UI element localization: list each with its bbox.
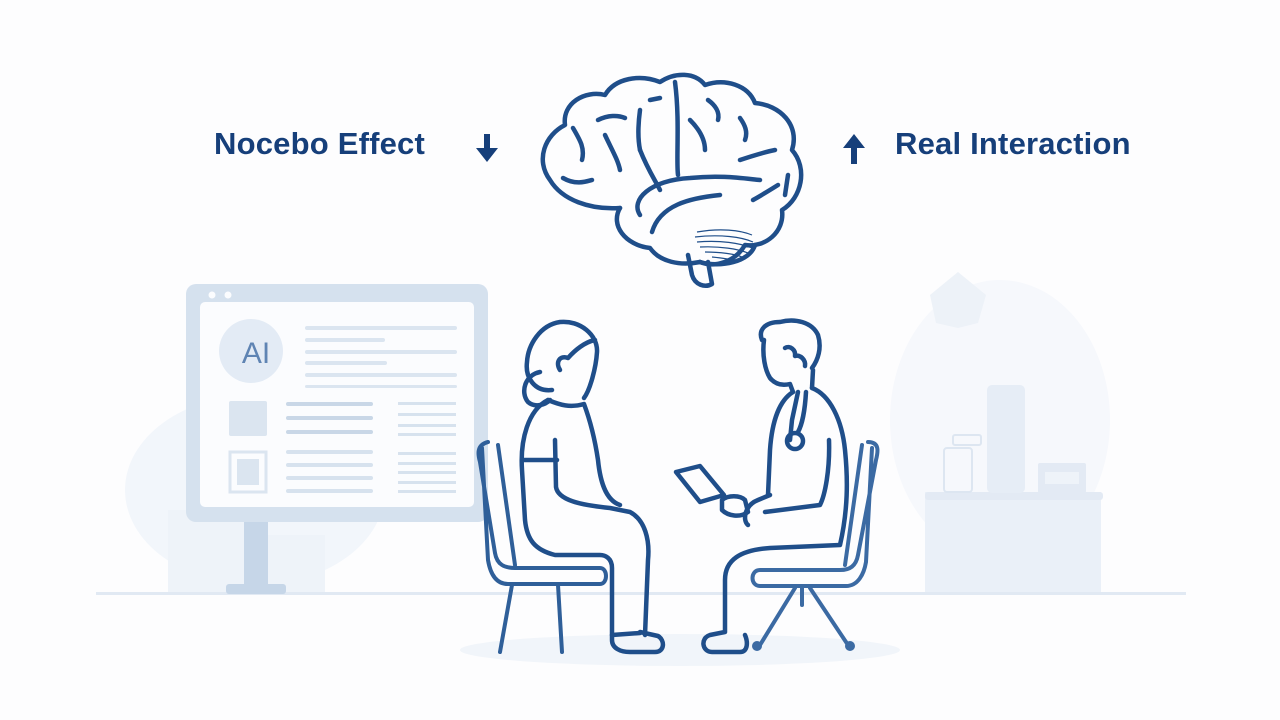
doctor-figure xyxy=(673,318,850,655)
ai-badge-circle xyxy=(219,319,283,383)
arrow-down-icon xyxy=(476,134,498,162)
patient-figure xyxy=(519,319,666,655)
doctor-chair xyxy=(750,440,880,647)
nocebo-effect-label: Nocebo Effect xyxy=(214,126,426,161)
arrow-up-icon xyxy=(843,134,865,164)
brain-icon xyxy=(540,72,804,288)
ai-badge-text: AI xyxy=(241,337,271,370)
real-interaction-label: Real Interaction xyxy=(895,126,1131,161)
cerebellum-lines xyxy=(694,229,754,262)
chair-wheel xyxy=(752,641,762,651)
ai-monitor xyxy=(186,284,488,594)
chair-wheel xyxy=(845,641,855,651)
cabinet-decor xyxy=(925,272,1103,592)
patient-chair xyxy=(476,440,608,654)
